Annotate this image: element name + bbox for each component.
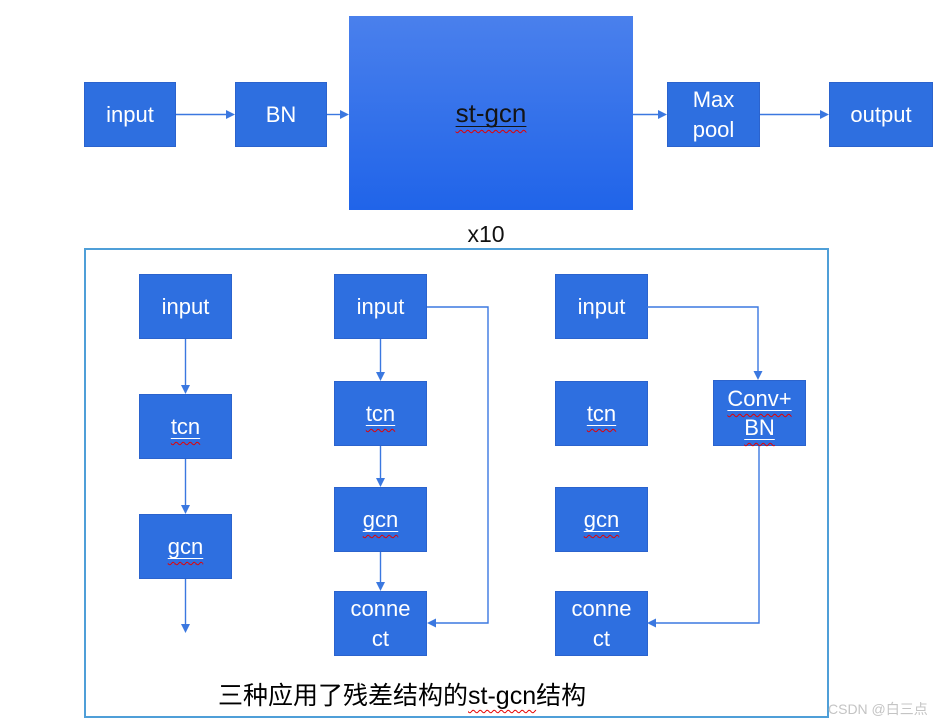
- panel-caption: 三种应用了残差结构的st-gcn结构: [218, 676, 586, 712]
- arrowhead-bn: [226, 110, 235, 119]
- v2-input-box: input: [334, 274, 427, 339]
- v3-tcn-box: tcn: [555, 381, 648, 446]
- v3-gcn-box: gcn: [555, 487, 648, 552]
- residual-variants-panel: [84, 248, 829, 718]
- caption-stgcn-term: st-gcn: [468, 682, 537, 710]
- caption-suffix: 结构: [536, 682, 587, 710]
- v2-connect-box: conne ct: [334, 591, 427, 656]
- v3-input-label: input: [577, 293, 626, 319]
- v3-convbn-label: Conv+ BN: [727, 385, 792, 440]
- top-bn-box: BN: [235, 82, 327, 147]
- v1-input-box: input: [139, 274, 232, 339]
- v2-gcn-label: gcn: [362, 506, 399, 532]
- top-input-box: input: [84, 82, 176, 147]
- v1-input-label: input: [161, 293, 210, 319]
- top-input-label: input: [106, 101, 154, 127]
- top-stgcn-box: st-gcn: [349, 16, 633, 210]
- v2-gcn-box: gcn: [334, 487, 427, 552]
- v1-tcn-box: tcn: [139, 394, 232, 459]
- arrowhead-maxpool: [658, 110, 667, 119]
- v2-connect-label: conne ct: [350, 596, 411, 651]
- top-maxpool-label: Max pool: [692, 87, 735, 142]
- v3-gcn-label: gcn: [583, 506, 620, 532]
- v3-connect-box: conne ct: [555, 591, 648, 656]
- repeat-x10-label: x10: [467, 221, 505, 247]
- arrowhead-stgcn: [340, 110, 349, 119]
- v1-gcn-label: gcn: [167, 533, 204, 559]
- v1-gcn-box: gcn: [139, 514, 232, 579]
- watermark-text: CSDN @白三点: [828, 701, 928, 717]
- v2-tcn-box: tcn: [334, 381, 427, 446]
- v3-convbn-box: Conv+ BN: [713, 380, 806, 446]
- v3-connect-label: conne ct: [571, 596, 632, 651]
- v2-input-label: input: [356, 293, 405, 319]
- v1-tcn-label: tcn: [170, 413, 201, 439]
- arrowhead-output: [820, 110, 829, 119]
- v2-tcn-label: tcn: [365, 400, 396, 426]
- v3-input-box: input: [555, 274, 648, 339]
- top-stgcn-label: st-gcn: [455, 97, 527, 128]
- caption-prefix: 三种应用了残差结构的: [218, 682, 469, 710]
- top-maxpool-box: Max pool: [667, 82, 760, 147]
- v3-tcn-label: tcn: [586, 400, 617, 426]
- top-output-label: output: [850, 101, 912, 127]
- top-bn-label: BN: [265, 101, 297, 127]
- top-output-box: output: [829, 82, 933, 147]
